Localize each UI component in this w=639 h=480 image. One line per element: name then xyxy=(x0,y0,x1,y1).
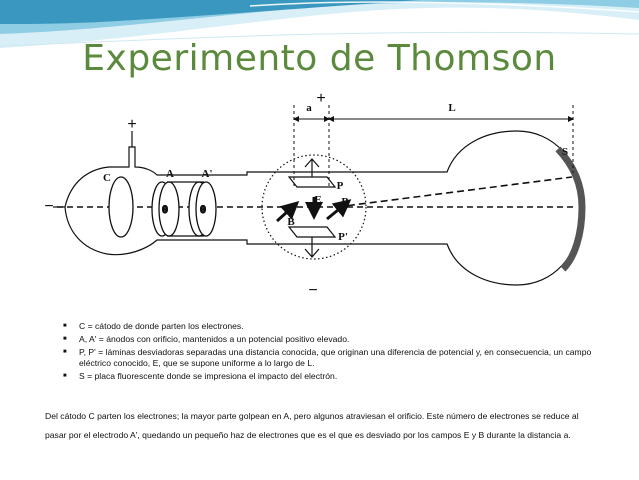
field-arrow-left xyxy=(275,200,300,223)
tube-outline xyxy=(64,130,583,286)
anode-a-prime: θ xyxy=(188,181,217,237)
label-minus-bottom: − xyxy=(308,282,317,299)
label-field-b-right: B xyxy=(341,196,349,208)
thomson-figure: θ θ xyxy=(37,89,597,445)
legend-item: S = placa fluorescente donde se impresio… xyxy=(57,371,597,382)
label-field-b: B xyxy=(287,216,295,228)
legend-list: C = cátodo de donde parten los electrone… xyxy=(57,321,597,384)
svg-text:θ: θ xyxy=(200,204,206,216)
deflector-plate-p xyxy=(287,158,337,188)
deflected-beam xyxy=(336,176,573,208)
svg-text:θ: θ xyxy=(162,204,168,216)
label-cathode: C xyxy=(103,172,111,184)
header-wave-decoration xyxy=(0,0,639,48)
label-plus-cathode: + xyxy=(127,116,136,133)
anode-a: θ xyxy=(151,181,180,237)
label-field-e: E xyxy=(314,194,321,206)
label-dist-l: L xyxy=(448,102,455,114)
legend-item: C = cátodo de donde parten los electrone… xyxy=(57,321,597,332)
legend-item: P, P' = láminas desviadoras separadas un… xyxy=(57,347,597,369)
slide-title: Experimento de Thomson xyxy=(82,38,557,79)
label-dist-a: a xyxy=(306,102,312,114)
legend-item: A, A' = ánodos con orificio, mantenidos … xyxy=(57,334,597,345)
label-plate-p: P xyxy=(337,180,344,192)
label-screen: S xyxy=(562,146,568,158)
thomson-apparatus-diagram: θ θ xyxy=(44,90,586,299)
explanation-paragraph: Del cátodo C parten los electrones; la m… xyxy=(45,411,579,440)
cathode xyxy=(108,176,134,238)
label-anode-a-prime: A' xyxy=(202,168,213,180)
field-arrow-right xyxy=(326,199,352,221)
label-minus-left: − xyxy=(44,198,53,215)
fluorescent-screen xyxy=(555,146,586,272)
dimension-lines xyxy=(293,105,574,187)
label-plate-p-prime: P' xyxy=(338,231,348,243)
field-region xyxy=(261,154,367,260)
deflector-plate-p-prime xyxy=(287,226,337,258)
label-plus-top: + xyxy=(316,90,325,107)
label-anode-a: A xyxy=(166,168,174,180)
